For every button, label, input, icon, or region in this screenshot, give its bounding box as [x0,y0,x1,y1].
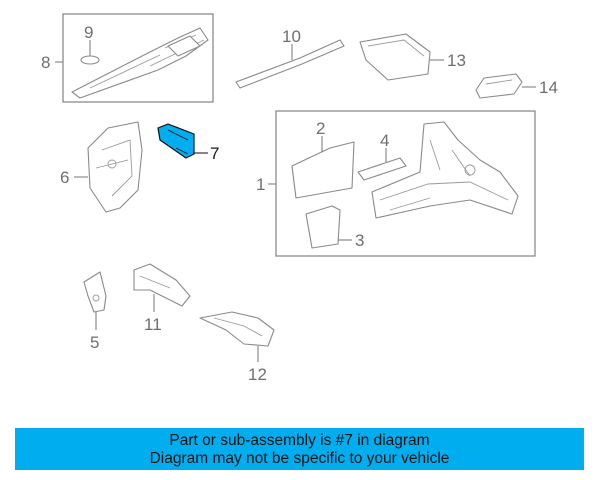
parts-diagram: 9 8 10 13 14 6 7 2 4 [41,13,558,384]
part-4-strip[interactable] [357,157,407,181]
part-7-bracket-highlighted[interactable] [157,123,195,159]
callout-10: 10 [282,27,301,46]
callout-2: 2 [316,119,325,138]
callout-4: 4 [380,131,389,150]
callout-1: 1 [256,175,265,194]
part-10-strip[interactable] [235,39,345,89]
callout-7: 7 [210,144,219,163]
part-8-rail[interactable] [71,27,209,99]
callout-12: 12 [248,365,267,384]
part-5-bracket[interactable] [83,271,107,313]
part-6-apron[interactable] [87,121,143,213]
callout-11: 11 [144,315,162,334]
part-2-panel[interactable] [291,141,355,199]
callout-6: 6 [60,168,69,187]
part-12-extension[interactable] [199,311,275,347]
banner-line-2: Diagram may not be specific to your vehi… [149,450,450,467]
callout-9: 9 [84,23,93,42]
part-9-plug[interactable] [80,55,100,65]
part-3-plate[interactable] [305,205,341,249]
callout-5: 5 [90,333,99,352]
info-banner: Part or sub-assembly is #7 in diagram Di… [15,428,584,470]
part-14-bracket[interactable] [475,73,523,99]
callout-13: 13 [447,51,466,70]
banner-line-1: Part or sub-assembly is #7 in diagram [169,432,430,449]
part-1-assembly[interactable] [371,121,519,219]
callout-3: 3 [355,231,364,250]
part-13-panel[interactable] [359,33,431,81]
part-11-member[interactable] [133,263,191,307]
callout-8: 8 [41,53,50,72]
callout-14: 14 [539,78,558,97]
